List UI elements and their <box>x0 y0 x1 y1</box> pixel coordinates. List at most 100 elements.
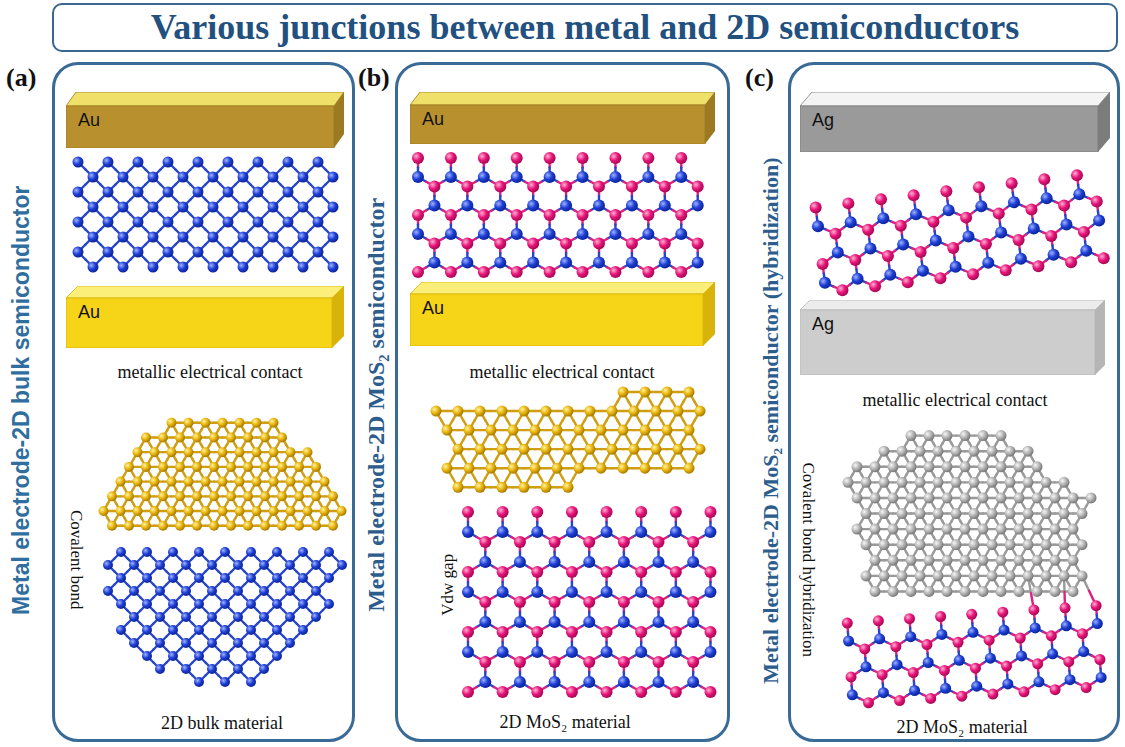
atom <box>609 171 621 183</box>
atom <box>560 181 572 193</box>
atom <box>181 586 191 596</box>
atom <box>626 200 638 212</box>
atom <box>233 586 243 596</box>
atom <box>235 506 245 516</box>
atom <box>511 209 523 221</box>
atom <box>298 202 309 213</box>
atom <box>178 202 189 213</box>
atom <box>133 187 144 198</box>
atom <box>142 625 152 635</box>
atom <box>659 181 671 193</box>
atom <box>626 181 638 193</box>
atom <box>530 425 541 436</box>
atom <box>223 157 234 168</box>
atom <box>618 387 629 398</box>
atom <box>103 586 113 596</box>
atom <box>695 444 706 455</box>
atom <box>530 463 541 474</box>
atom <box>544 266 556 278</box>
atom <box>107 491 117 501</box>
atom <box>461 257 473 269</box>
atom <box>286 506 296 516</box>
atom <box>442 425 453 436</box>
atom <box>133 447 143 457</box>
atom <box>268 262 279 273</box>
atom <box>651 444 662 455</box>
atom <box>303 477 313 487</box>
atom <box>220 573 230 583</box>
atom <box>148 202 159 213</box>
atom <box>478 171 490 183</box>
atom <box>692 238 704 250</box>
atom <box>445 228 457 240</box>
atom <box>563 406 574 417</box>
atom <box>294 521 304 531</box>
atom <box>651 406 662 417</box>
atom <box>609 152 621 164</box>
atom <box>73 247 84 258</box>
atom <box>428 238 440 250</box>
atom <box>268 172 279 183</box>
atom <box>328 262 339 273</box>
atom <box>181 560 191 570</box>
atom <box>609 266 621 278</box>
atom <box>673 444 684 455</box>
atom <box>193 187 204 198</box>
atom <box>673 406 684 417</box>
atom <box>148 172 159 183</box>
atom <box>192 521 202 531</box>
atom <box>692 181 704 193</box>
atom <box>218 477 228 487</box>
atom <box>607 444 618 455</box>
atom <box>208 262 219 273</box>
atom <box>428 200 440 212</box>
atom <box>412 266 424 278</box>
atom <box>497 482 508 493</box>
atom <box>246 573 256 583</box>
atom <box>233 664 243 674</box>
atom <box>116 506 126 516</box>
atom <box>311 462 321 472</box>
atom <box>193 217 204 228</box>
atom <box>313 217 324 228</box>
atom <box>220 599 230 609</box>
atom <box>294 491 304 501</box>
atom <box>311 586 321 596</box>
atom <box>527 257 539 269</box>
atom <box>150 447 160 457</box>
atom <box>194 573 204 583</box>
atom <box>560 257 572 269</box>
atom <box>285 586 295 596</box>
atom <box>168 625 178 635</box>
atom <box>168 573 178 583</box>
atom <box>268 232 279 243</box>
atom <box>328 232 339 243</box>
atom <box>642 266 654 278</box>
atom <box>461 200 473 212</box>
atom <box>593 181 605 193</box>
atom <box>208 232 219 243</box>
atom <box>107 521 117 531</box>
atom <box>412 228 424 240</box>
atom <box>167 477 177 487</box>
atom <box>497 406 508 417</box>
atom <box>207 586 217 596</box>
atom <box>194 599 204 609</box>
atom <box>283 217 294 228</box>
atom <box>552 463 563 474</box>
atom <box>283 247 294 258</box>
atom <box>103 217 114 228</box>
atom <box>428 181 440 193</box>
atom <box>193 157 204 168</box>
atom <box>194 625 204 635</box>
atom <box>527 238 539 250</box>
atom <box>259 664 269 674</box>
atom <box>541 406 552 417</box>
atom <box>238 232 249 243</box>
atom <box>246 547 256 557</box>
atom <box>626 238 638 250</box>
atom <box>629 406 640 417</box>
gold-layer <box>431 387 706 493</box>
atom <box>148 232 159 243</box>
atom <box>544 228 556 240</box>
